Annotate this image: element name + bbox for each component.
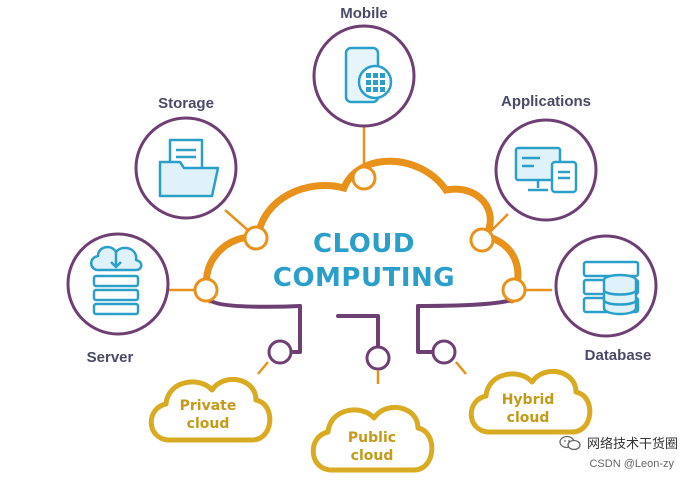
monitor-icon — [514, 146, 578, 194]
watermark-channel: 网络技术干货圈 — [559, 433, 678, 452]
public-cloud: Public cloud — [310, 405, 435, 473]
public-cloud-line2: cloud — [351, 448, 394, 464]
sub-nodes — [267, 339, 457, 371]
connector-private — [288, 304, 302, 354]
watermark-channel-text: 网络技术干货圈 — [586, 436, 678, 451]
sub-cloud-connectors — [288, 304, 434, 354]
label-storage: Storage — [158, 95, 214, 112]
main-cloud-base — [208, 298, 514, 309]
database-icon — [582, 260, 640, 316]
connector-storage — [224, 209, 251, 233]
title-line2: COMPUTING — [273, 263, 455, 293]
label-applications: Applications — [501, 93, 591, 110]
node-mobile — [351, 165, 377, 191]
connector-hybrid — [416, 304, 434, 354]
hybrid-cloud-line1: Hybrid — [502, 392, 555, 408]
node-server — [193, 277, 219, 303]
private-cloud: Private cloud — [148, 377, 273, 443]
hybrid-cloud-line2: cloud — [507, 410, 550, 426]
node-storage — [243, 225, 269, 251]
title-line1: CLOUD — [313, 229, 415, 259]
node-hybrid — [431, 339, 457, 365]
wechat-icon — [559, 435, 581, 450]
private-cloud-line1: Private — [180, 398, 237, 414]
label-server: Server — [87, 349, 134, 366]
server-icon — [90, 245, 143, 316]
mobile-icon — [344, 46, 393, 104]
watermark-credit: CSDN @Leon-zy — [589, 458, 674, 470]
private-cloud-line2: cloud — [187, 416, 230, 432]
node-database — [501, 277, 527, 303]
node-public — [365, 345, 391, 371]
folder-icon — [158, 138, 220, 198]
sub-cloud-short-lines — [257, 361, 467, 384]
public-cloud-line1: Public — [348, 430, 396, 446]
hybrid-cloud: Hybrid cloud — [468, 369, 593, 435]
label-database: Database — [585, 347, 652, 364]
label-mobile: Mobile — [340, 5, 388, 22]
node-private — [267, 339, 293, 365]
node-applications — [469, 227, 495, 253]
connector-public — [336, 314, 380, 350]
cloud-nodes — [193, 165, 527, 303]
